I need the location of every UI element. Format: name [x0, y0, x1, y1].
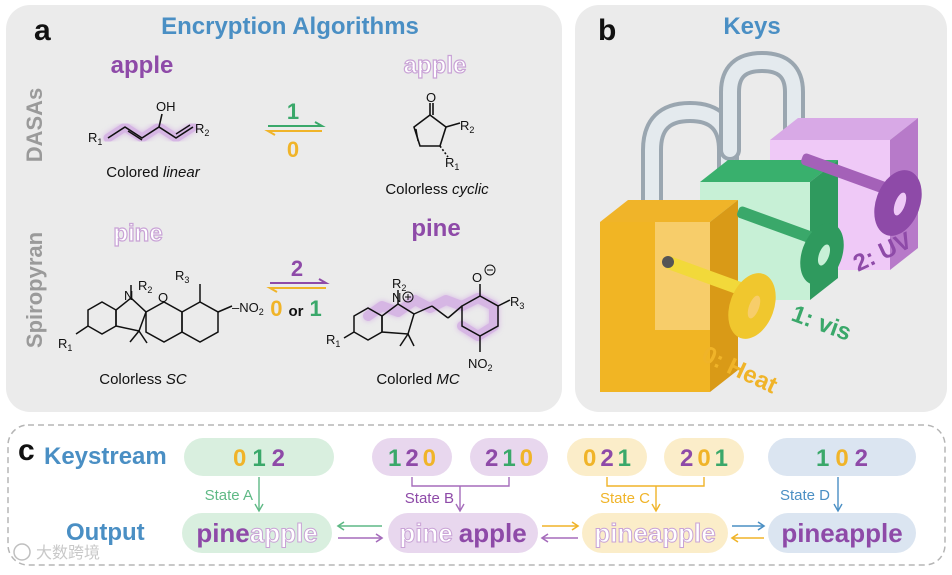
svg-text:R2: R2	[392, 276, 406, 293]
state-b-connector	[411, 477, 510, 513]
state-d-label: State D	[780, 487, 830, 504]
svg-text:OH: OH	[156, 99, 176, 114]
output-label: Output	[66, 519, 145, 546]
panel-b-title: Keys	[723, 13, 780, 40]
output-pill-a	[182, 513, 332, 553]
transition-arrows-cd	[730, 521, 766, 543]
output-a: pineapple	[196, 518, 317, 548]
equilibrium-arrow-1: 1 0	[264, 99, 326, 162]
merocyanine-mc-molecule: N R2 O R3 NO2 R1	[326, 264, 524, 373]
svg-text:R2: R2	[138, 278, 152, 295]
output-c: pineapple	[594, 518, 715, 548]
panel-a: a Encryption Algorithms DASAs Spiropyran…	[6, 5, 562, 412]
svg-text:R2: R2	[460, 118, 474, 135]
key-vis-icon	[737, 206, 844, 285]
spiropyran-label: Spiropyran	[22, 232, 47, 348]
state-d-connector	[833, 477, 843, 513]
output-d: pineapple	[781, 518, 902, 548]
svg-text:R1: R1	[88, 130, 102, 147]
svg-text:R2: R2	[195, 121, 209, 138]
state-a-label: State A	[205, 487, 253, 504]
svg-text:N: N	[392, 290, 401, 305]
svg-text:R3: R3	[175, 268, 189, 285]
svg-text:0: 0	[287, 137, 299, 162]
keystream-label: Keystream	[44, 443, 167, 470]
apple-colored-word: apple	[111, 52, 174, 79]
state-a-connector	[254, 477, 264, 513]
key-uv-icon	[801, 153, 922, 236]
panel-b-letter: b	[598, 14, 616, 47]
shackle-icons	[641, 50, 805, 221]
apple-faded-word: apple	[404, 52, 467, 79]
svg-text:O: O	[426, 90, 436, 105]
svg-text:–NO2: –NO2	[232, 300, 264, 317]
spiropyran-sc-labels: N O R2 R3 –NO2 R1	[58, 268, 264, 353]
transition-arrows-ab	[336, 521, 384, 543]
svg-text:O: O	[158, 290, 168, 305]
keystream-pill-c1	[567, 438, 647, 476]
output-pill-d	[768, 513, 916, 553]
pine-colored-word: pine	[411, 215, 460, 242]
output-pill-b	[388, 513, 538, 553]
transition-arrows-bc	[540, 521, 580, 543]
keystream-pill-d	[768, 438, 916, 476]
caption-colorless-sc: Colorless SC	[99, 371, 187, 388]
svg-text:2: 2	[291, 256, 303, 281]
keystream-pill-b2	[470, 438, 548, 476]
caption-colorled-mc: Colorled MC	[376, 371, 460, 388]
state-b-label: State B	[405, 490, 454, 507]
caption-colored-linear: Colored linear	[106, 164, 200, 181]
panel-b: b Keys	[575, 5, 947, 412]
keystream-pill-b1	[372, 438, 452, 476]
svg-text:N: N	[124, 288, 133, 303]
dasa-linear-molecule: OH R1 R2	[88, 99, 209, 147]
panel-c-letter: c	[18, 434, 35, 467]
panel-a-letter: a	[34, 14, 51, 47]
svg-text:R1: R1	[326, 332, 340, 349]
svg-text:O: O	[472, 270, 482, 285]
keystream-pill-c2	[664, 438, 744, 476]
spiropyran-sc-molecule	[75, 284, 233, 344]
state-c-label: State C	[600, 490, 650, 507]
dasas-label: DASAs	[22, 88, 47, 163]
dasa-cyclic-molecule: O R2 R1	[413, 90, 474, 172]
panel-a-background	[6, 5, 562, 412]
caption-colorless-cyclic: Colorless cyclic	[385, 181, 489, 198]
output-pill-c	[582, 513, 728, 553]
key-heat-icon	[662, 256, 776, 339]
svg-text:NO2: NO2	[468, 356, 493, 373]
svg-text:1: 1	[287, 99, 299, 124]
state-c-connector	[606, 477, 705, 513]
svg-text:R1: R1	[58, 336, 72, 353]
svg-text:R1: R1	[445, 155, 459, 172]
watermark-text: 大数跨境	[36, 543, 100, 562]
svg-text:R3: R3	[510, 294, 524, 311]
panel-a-title: Encryption Algorithms	[161, 13, 419, 40]
keystream-pill-a	[184, 438, 334, 476]
pine-faded-word: pine	[113, 220, 162, 247]
watermark-icon	[13, 543, 31, 561]
